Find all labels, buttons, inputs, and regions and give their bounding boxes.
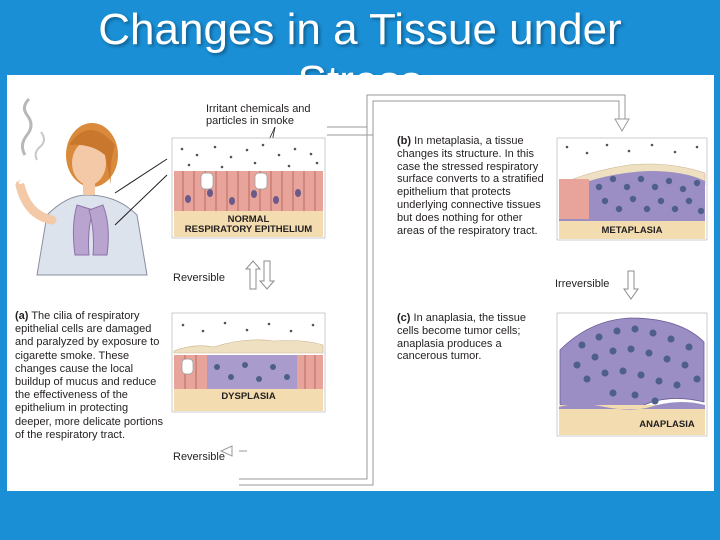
normal-label-line1: NORMAL [227, 214, 270, 225]
anaplasia-tissue-panel [556, 312, 708, 437]
slide-title: Changes in a Tissue under [98, 5, 622, 54]
caption-b: (b) In metaplasia, a tissue changes its … [397, 135, 547, 237]
caption-a-text: The cilia of respiratory epithelial cell… [15, 310, 163, 441]
smoker-illustration [15, 97, 148, 276]
normal-panel-label: NORMAL RESPIRATORY EPITHELIUM [172, 215, 325, 235]
dysplasia-tissue-panel [171, 312, 326, 413]
flow-connectors [239, 94, 626, 486]
caption-c-text: In anaplasia, the tissue cells become tu… [397, 312, 527, 363]
caption-b-tag: (b) [397, 135, 412, 147]
irritant-label: Irritant chemicals and particles in smok… [206, 103, 311, 127]
normal-tissue-panel [171, 137, 326, 239]
caption-a: (a) The cilia of respiratory epithelial … [15, 310, 165, 442]
caption-b-text: In metaplasia, a tissue changes its stru… [397, 135, 544, 237]
reversible-label-top: Reversible [173, 272, 225, 284]
caption-c-tag: (c) [397, 312, 411, 324]
figure-art [15, 94, 708, 486]
metaplasia-label: METAPLASIA [601, 225, 663, 236]
irreversible-label: Irreversible [555, 278, 610, 290]
caption-a-tag: (a) [15, 310, 29, 322]
normal-label-line2: RESPIRATORY EPITHELIUM [184, 224, 313, 235]
anaplasia-label: ANAPLASIA [639, 419, 695, 430]
reversible-label-bottom: Reversible [173, 451, 225, 463]
metaplasia-tissue-panel [556, 137, 708, 241]
caption-c: (c) In anaplasia, the tissue cells becom… [397, 312, 547, 363]
reversible-arrows-top [244, 260, 276, 290]
tissue-stress-figure: Irritant chemicals and particles in smok… [7, 75, 714, 491]
irreversible-arrow [623, 270, 639, 300]
dysplasia-label: DYSPLASIA [221, 391, 276, 402]
